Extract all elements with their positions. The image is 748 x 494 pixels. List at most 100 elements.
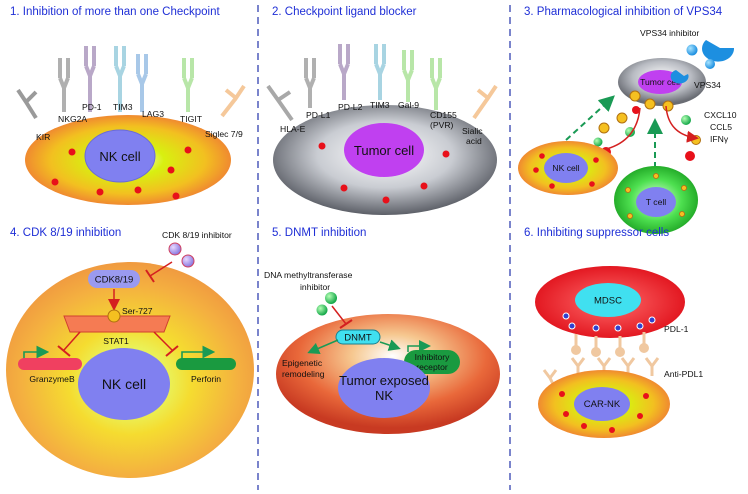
label-hla-e: HLA-E bbox=[280, 124, 306, 134]
panel-2: 2. Checkpoint ligand blocker HLA-E PD-L1… bbox=[266, 6, 498, 215]
granzyme-label: GranzymeB bbox=[29, 374, 75, 384]
panel-3-title: 3. Pharmacological inhibition of VPS34 bbox=[524, 6, 723, 18]
p3-tumor-dots bbox=[629, 90, 674, 114]
cdk-label: CDK8/19 bbox=[95, 275, 134, 286]
cdk-inhibition-line bbox=[149, 261, 173, 277]
cdk-box bbox=[88, 270, 140, 288]
p3-t-granules bbox=[625, 173, 687, 219]
label-pdl2: PD-L2 bbox=[338, 102, 363, 112]
p3-tcell-label: T cell bbox=[646, 197, 666, 207]
receptor-tigit-icon bbox=[182, 58, 194, 112]
mdsc-pdl1-dots bbox=[562, 312, 656, 332]
arrow-nk-to-tumor bbox=[565, 95, 615, 141]
dnmt-to-epi-arrow bbox=[307, 339, 339, 354]
p3-tumor-label: Tumor cell bbox=[640, 77, 680, 87]
car-nk-granules bbox=[559, 391, 649, 433]
panel-3: 3. Pharmacological inhibition of VPS34 V… bbox=[518, 6, 737, 234]
pdl1-ligand-icons bbox=[571, 332, 649, 357]
cytokine-cxcl10: CXCL10 bbox=[704, 110, 737, 120]
mdsc-nucleus bbox=[575, 283, 641, 317]
panel-5: 5. DNMT inhibition DNA methyltransferase… bbox=[264, 227, 500, 434]
ligand-pdl1-icon bbox=[304, 58, 316, 108]
receptor-kir-icon bbox=[16, 88, 38, 120]
ligand-hla-e-icon bbox=[266, 84, 294, 122]
ligand-sialic-icon bbox=[472, 84, 498, 120]
label-nkg2a: NKG2A bbox=[58, 114, 87, 124]
tumor-nucleus bbox=[344, 123, 424, 177]
nk-nucleus bbox=[84, 129, 156, 183]
p3-nk-nucleus bbox=[544, 153, 588, 183]
p5-cell-label-2: NK bbox=[375, 388, 393, 403]
p5-nucleus bbox=[338, 358, 430, 418]
dnmt-label: DNMT bbox=[344, 333, 372, 344]
granzyme-box bbox=[18, 358, 82, 370]
panel-4-title: 4. CDK 8/19 inhibition bbox=[10, 227, 121, 239]
label-gal9: Gal-9 bbox=[398, 100, 419, 110]
ligand-cd155-icon bbox=[430, 58, 442, 110]
inhibitory-label-1: Inhibitory bbox=[415, 352, 451, 362]
panel-1: 1. Inhibition of more than one Checkpoin… bbox=[10, 6, 246, 205]
perforin-label: Perforin bbox=[191, 374, 221, 384]
dnmt-inhibitor-ball-2 bbox=[316, 304, 328, 316]
panel-6-title: 6. Inhibiting suppressor cells bbox=[524, 227, 669, 239]
dnmt-inhibitor-label-2: inhibitor bbox=[300, 282, 330, 292]
inhibitory-label-2: receptor bbox=[416, 362, 448, 372]
label-tim3: TIM3 bbox=[113, 102, 133, 112]
ligand-gal9-icon bbox=[402, 50, 414, 102]
stat1-label: STAT1 bbox=[103, 336, 129, 346]
granzyme-inhibit-bar bbox=[57, 345, 71, 357]
inhibitor-ball-1 bbox=[686, 44, 698, 56]
label-pdl1: PD-L1 bbox=[306, 110, 331, 120]
panel-5-title: 5. DNMT inhibition bbox=[272, 227, 366, 239]
panel-2-title: 2. Checkpoint ligand blocker bbox=[272, 6, 417, 18]
cdk-inhibitor-label: CDK 8/19 inhibitor bbox=[162, 230, 232, 240]
panel-6: 6. Inhibiting suppressor cells MDSC PDL-… bbox=[524, 227, 703, 438]
cdk-inhibitor-ball-1 bbox=[168, 242, 182, 256]
ligand-tim3-icon bbox=[374, 44, 386, 100]
tumor-granules bbox=[318, 142, 450, 204]
inhibitor-ball-2 bbox=[705, 59, 715, 69]
label-lag3: LAG3 bbox=[142, 109, 164, 119]
mdsc-label: MDSC bbox=[594, 296, 622, 307]
ser727-site bbox=[107, 309, 121, 323]
cytokine-ifng: IFNγ bbox=[710, 134, 729, 144]
label-sialic: Sialic bbox=[462, 126, 483, 136]
anti-pdl1-label: Anti-PDL1 bbox=[664, 369, 703, 379]
label-pd1: PD-1 bbox=[82, 102, 102, 112]
vps34-inhibitor-label: VPS34 inhibitor bbox=[640, 28, 699, 38]
epi-label-1: Epigenetic bbox=[282, 358, 323, 368]
tumor-cell-label: Tumor cell bbox=[354, 143, 414, 158]
stat1-shape bbox=[63, 315, 171, 333]
p3-t-nucleus bbox=[636, 187, 676, 217]
perforin-promoter-arrow bbox=[181, 345, 216, 360]
panel-1-title: 1. Inhibition of more than one Checkpoin… bbox=[10, 6, 220, 18]
nk-cell-label: NK cell bbox=[99, 149, 140, 164]
dnmt-inhibitor-label-1: DNA methyltransferase bbox=[264, 270, 353, 280]
cdk-inhibition-bar bbox=[145, 269, 155, 283]
dnmt-inhibition-bar bbox=[339, 319, 353, 329]
dnmt-to-receptor-arrow bbox=[379, 339, 401, 351]
vps34-pacman-icon bbox=[670, 70, 689, 84]
receptor-siglec-icon bbox=[220, 84, 246, 118]
epi-label-2: remodeling bbox=[282, 369, 325, 379]
granules bbox=[51, 146, 192, 200]
p4-nk-nucleus bbox=[78, 348, 170, 420]
receptor-nkg2a-icon bbox=[58, 58, 70, 112]
dnmt-inhibitor-ball-1 bbox=[325, 292, 337, 304]
label-tim3-ligand: TIM3 bbox=[370, 100, 390, 110]
label-acid: acid bbox=[466, 136, 482, 146]
car-nk-label: CAR-NK bbox=[584, 399, 621, 410]
receptor-promoter-arrow bbox=[407, 340, 431, 352]
label-tigit: TIGIT bbox=[180, 114, 203, 124]
granzyme-promoter-arrow bbox=[23, 345, 50, 360]
label-pvr: (PVR) bbox=[430, 120, 454, 130]
ligand-pdl2-icon bbox=[338, 44, 350, 100]
dnmt-box bbox=[335, 329, 381, 345]
pdl1-label: PDL-1 bbox=[664, 324, 689, 334]
p5-cell-label-1: Tumor exposed bbox=[339, 373, 429, 388]
p3-nk-granules bbox=[533, 153, 599, 189]
label-siglec: Siglec 7/9 bbox=[205, 129, 243, 139]
vps34-label: VPS34 bbox=[694, 80, 721, 90]
receptor-lag3-icon bbox=[136, 54, 148, 112]
cytokine-ccl5: CCL5 bbox=[710, 122, 732, 132]
